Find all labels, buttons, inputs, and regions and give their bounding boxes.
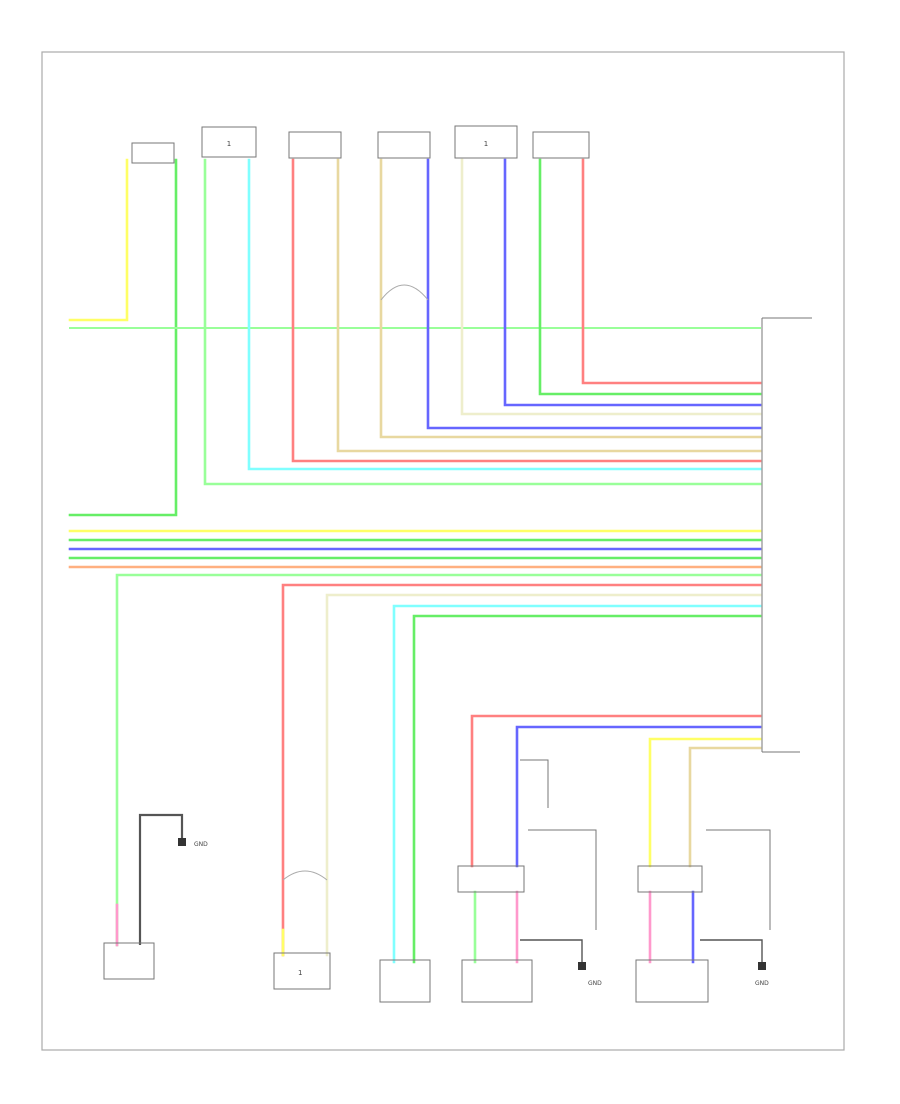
svg-text:1: 1 bbox=[298, 969, 302, 977]
ground-label-1: GND bbox=[194, 841, 208, 848]
top-component-3 bbox=[288, 131, 342, 159]
wire-loop-arc bbox=[380, 284, 429, 301]
wire-tan-tc4 bbox=[379, 158, 762, 439]
ground-symbol-3 bbox=[758, 962, 766, 970]
wire-cyan-bc3 bbox=[392, 604, 762, 964]
ground-symbol-2 bbox=[578, 962, 586, 970]
bottom-component-5 bbox=[635, 865, 709, 1003]
bottom-component-2: 1 bbox=[273, 952, 331, 990]
wire-lightgreen-bc1 bbox=[115, 573, 762, 947]
bottom-component-4 bbox=[457, 865, 533, 1003]
bracket-bc5 bbox=[706, 829, 771, 930]
wire-yellow-bc5 bbox=[648, 737, 762, 868]
bottom-component-1 bbox=[103, 942, 155, 980]
wire-tan-tc3 bbox=[336, 158, 762, 453]
top-component-1 bbox=[131, 142, 175, 164]
wire-pale-bc2 bbox=[325, 593, 762, 957]
module-connector bbox=[761, 317, 812, 753]
diagram-border bbox=[41, 51, 845, 1051]
bottom-component-3 bbox=[379, 959, 431, 1003]
top-component-6 bbox=[532, 131, 590, 159]
wire-blue-bc4 bbox=[515, 725, 762, 868]
top-component-2: 1 bbox=[201, 126, 257, 158]
wire-red-tc3 bbox=[291, 158, 762, 463]
ground-symbol-1 bbox=[178, 838, 186, 846]
wire-blue-tc4 bbox=[426, 158, 762, 430]
ground-wire-bc4 bbox=[520, 939, 583, 962]
wire-green-bc3 bbox=[412, 614, 762, 964]
ground-wire-bc1 bbox=[138, 813, 184, 945]
ground-label-3: GND bbox=[755, 980, 769, 987]
wire-pink-bc4 bbox=[470, 714, 762, 868]
svg-text:1: 1 bbox=[227, 140, 231, 148]
wire-red-tc6 bbox=[581, 158, 762, 385]
wire-green-tc1-bus bbox=[68, 158, 178, 517]
wire-green-tc6 bbox=[538, 158, 762, 396]
wire-pale-tc5 bbox=[460, 158, 762, 416]
ground-label-2: GND bbox=[588, 980, 602, 987]
wire-red-bc2 bbox=[281, 583, 762, 957]
wire-green-tc2 bbox=[203, 158, 762, 486]
wire-loop-arc-bc2 bbox=[282, 870, 328, 881]
wire-blue-tc5 bbox=[503, 158, 762, 407]
wire-cyan-tc2 bbox=[247, 158, 762, 471]
top-component-4 bbox=[377, 131, 431, 159]
bracket-mid bbox=[520, 759, 549, 808]
top-component-5: 1 bbox=[454, 125, 518, 159]
wire-group bbox=[68, 158, 762, 964]
svg-text:1: 1 bbox=[484, 140, 488, 148]
wire-tan-bc5 bbox=[688, 746, 762, 868]
wire-yellow-tc1 bbox=[68, 158, 129, 322]
ground-wire-bc5 bbox=[700, 939, 763, 962]
bracket-bc4 bbox=[528, 829, 597, 930]
